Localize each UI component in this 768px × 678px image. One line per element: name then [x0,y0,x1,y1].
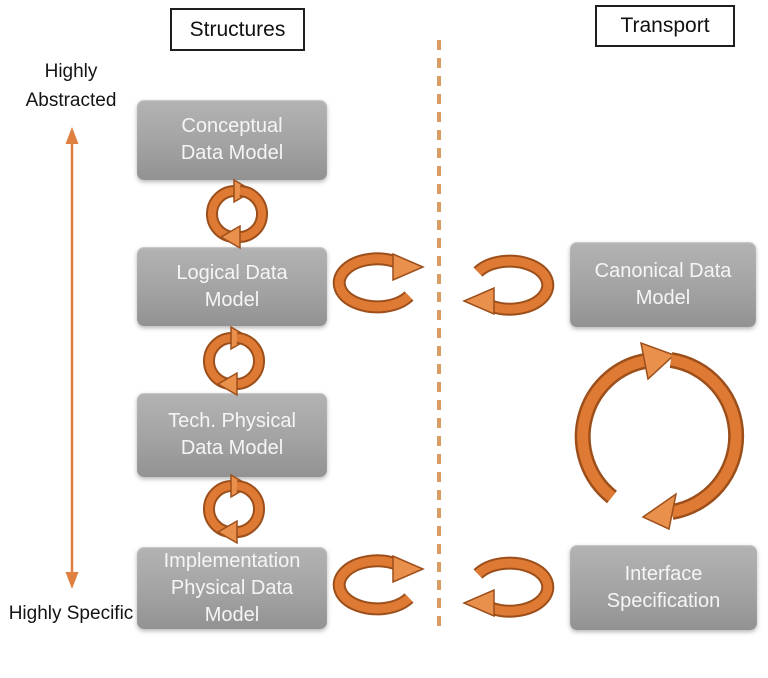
box-label-line: Logical Data [176,261,288,284]
box-label-line: Conceptual [181,115,283,137]
structures-header-box: Structures [170,8,305,51]
box-label-line: Interface [624,562,703,585]
structures-header-label: Structures [189,17,286,41]
large-cycle-arrows-icon [574,341,745,531]
vertical-double-arrow-icon [65,127,79,589]
box-label-line: Implementation [163,549,301,572]
transport-header-label: Transport [620,14,710,37]
axis-label-highly-specific: Highly Specific [8,603,134,624]
cycle-arrows-icon [209,475,259,543]
loop-arrow-right-icon [339,556,423,609]
cycle-arrows-icon [209,327,259,395]
box-label-line: Specification [606,589,721,612]
box-label-line: Model [204,603,260,626]
axis-label-highly-abstracted: Highly Abstracted [25,61,117,111]
loop-arrow-left-icon [464,261,548,314]
box-label-line: Model [204,288,260,311]
box-label-line: Model [635,286,691,309]
loop-arrow-left-icon [464,563,548,616]
box-label-line: Canonical Data [594,259,732,282]
loop-arrow-right-icon [339,254,423,307]
implementation-physical-data-model-box: Implementation Physical Data Model [137,547,327,629]
canonical-data-model-box: Canonical Data Model [570,242,756,327]
box-label-line: Data Model [180,437,284,459]
logical-data-model-box: Logical Data Model [137,247,327,326]
box-label-line: Tech. Physical [168,410,296,432]
box-label-line: Data Model [180,142,284,164]
transport-header-box: Transport [595,5,735,47]
tech-physical-data-model-box: Tech. Physical Data Model [137,393,327,477]
interface-specification-box: Interface Specification [570,545,757,630]
conceptual-data-model-box: Conceptual Data Model [137,100,327,180]
cycle-arrows-icon [212,180,262,248]
box-label-line: Physical Data [170,576,294,599]
